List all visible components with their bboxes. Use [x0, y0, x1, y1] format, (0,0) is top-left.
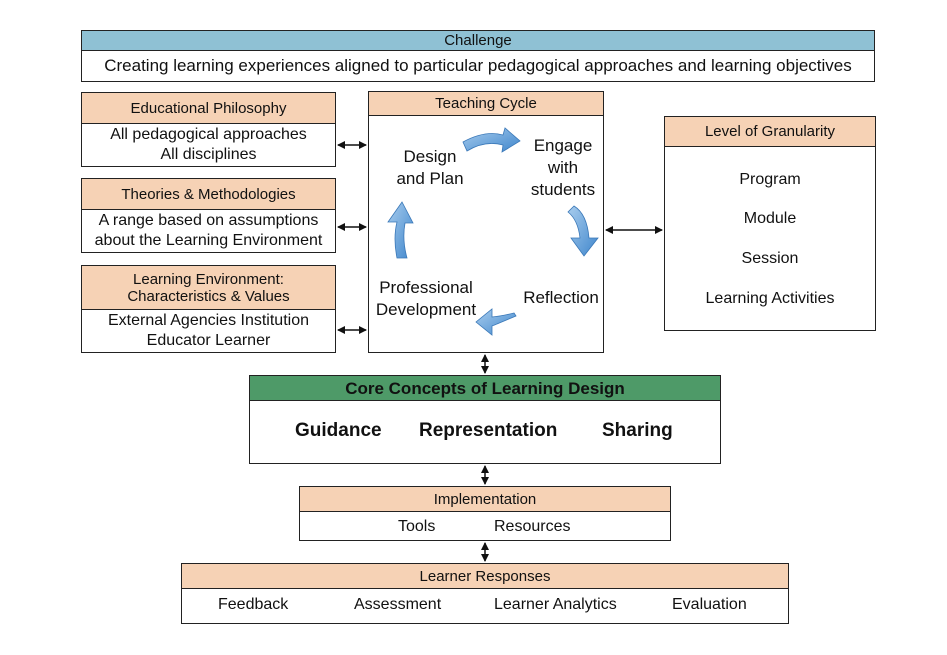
learner-response-feedback: Feedback [218, 596, 289, 613]
challenge-box: Challenge Creating learning experiences … [81, 30, 875, 82]
learning-environment-line1: External Agencies Institution [107, 312, 309, 329]
implementation-box: Implementation Tools Resources [299, 486, 671, 541]
granularity-item-learning-activities: Learning Activities [705, 290, 835, 307]
implementation-item-tools: Tools [398, 518, 436, 535]
cycle-professional-line1: Professional [379, 278, 473, 297]
theories-line1: A range based on assumptions [98, 212, 319, 229]
learner-response-assessment: Assessment [354, 596, 442, 613]
learner-responses-title: Learner Responses [182, 564, 788, 589]
educational-philosophy-line2: All disciplines [160, 146, 257, 163]
granularity-box: Level of Granularity Program Module Sess… [664, 116, 876, 331]
granularity-item-session: Session [741, 250, 799, 267]
educational-philosophy-body: All pedagogical approaches All disciplin… [82, 124, 335, 166]
core-concept-sharing: Sharing [602, 420, 673, 441]
core-concept-guidance: Guidance [295, 420, 382, 441]
educational-philosophy-title: Educational Philosophy [82, 93, 335, 124]
cycle-engage: Engage with students [519, 135, 607, 201]
cycle-professional-line2: Development [375, 300, 477, 319]
cycle-design-plan: Design and Plan [387, 146, 473, 190]
cycle-engage-line1: Engage [533, 136, 593, 155]
core-concept-representation: Representation [419, 420, 558, 441]
learning-environment-line2: Educator Learner [146, 332, 271, 349]
learning-environment-body: External Agencies Institution Educator L… [82, 310, 335, 352]
cycle-design-line2: and Plan [396, 169, 464, 188]
cycle-design-line1: Design [403, 147, 457, 166]
implementation-title: Implementation [300, 487, 670, 512]
cycle-reflection: Reflection [523, 288, 599, 307]
teaching-cycle-title: Teaching Cycle [369, 92, 603, 116]
cycle-engage-line3: students [530, 180, 596, 199]
theories-body: A range based on assumptions about the L… [82, 210, 335, 252]
educational-philosophy-box: Educational Philosophy All pedagogical a… [81, 92, 336, 167]
learner-response-learner-analytics: Learner Analytics [494, 596, 617, 613]
granularity-item-program: Program [739, 171, 801, 188]
learning-environment-box: Learning Environment: Characteristics & … [81, 265, 336, 353]
challenge-text: Creating learning experiences aligned to… [104, 56, 852, 75]
learning-environment-title: Learning Environment: Characteristics & … [82, 266, 335, 310]
core-concepts-title: Core Concepts of Learning Design [250, 376, 720, 401]
learner-response-evaluation: Evaluation [672, 596, 747, 613]
cycle-professional-development: Professional Development [373, 277, 479, 321]
theories-box: Theories & Methodologies A range based o… [81, 178, 336, 253]
challenge-title: Challenge [82, 31, 874, 51]
learner-responses-box: Learner Responses Feedback Assessment Le… [181, 563, 789, 624]
implementation-item-resources: Resources [494, 518, 571, 535]
theories-line2: about the Learning Environment [94, 232, 323, 249]
theories-title: Theories & Methodologies [82, 179, 335, 210]
teaching-cycle-box: Teaching Cycle Design and Plan Engage wi… [368, 91, 604, 353]
cycle-engage-line2: with [547, 158, 579, 177]
granularity-item-module: Module [743, 210, 797, 227]
educational-philosophy-line1: All pedagogical approaches [110, 126, 307, 143]
core-concepts-box: Core Concepts of Learning Design Guidanc… [249, 375, 721, 464]
learning-environment-title-line1: Learning Environment: [133, 270, 284, 288]
granularity-title: Level of Granularity [665, 117, 875, 147]
learning-environment-title-line2: Characteristics & Values [127, 287, 290, 305]
